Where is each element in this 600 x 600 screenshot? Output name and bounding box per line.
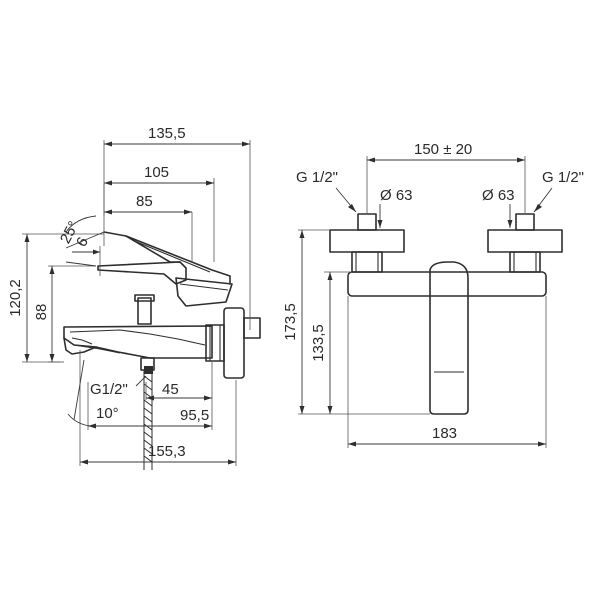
dim-88: 88: [33, 304, 50, 321]
dim-85: 85: [136, 193, 153, 210]
wall-flange: [223, 307, 245, 379]
side-view-body: [63, 231, 261, 379]
front-view-dimension-lines: [299, 157, 553, 447]
dim-120-2: 120,2: [7, 279, 24, 317]
dim-10-deg: 10°: [96, 405, 119, 422]
flexible-hose: [143, 366, 153, 470]
dim-155-3: 155,3: [148, 443, 186, 460]
diameter-63-right: Ø 63: [482, 187, 515, 204]
thread-g1-2: G1/2": [90, 381, 128, 398]
dim-6: 6: [73, 234, 92, 249]
thread-g1-2-right: G 1/2": [542, 169, 584, 186]
lever-handle: [97, 261, 187, 285]
front-lever: [429, 261, 469, 415]
dim-45: 45: [162, 381, 179, 398]
dim-183: 183: [432, 425, 457, 442]
thread-g1-2-left: G 1/2": [296, 169, 338, 186]
dim-95-5: 95,5: [180, 407, 209, 424]
front-view-extension-lines: [298, 156, 547, 448]
diameter-63-left: Ø 63: [380, 187, 413, 204]
side-view-dimension-lines: [24, 141, 250, 465]
dim-173-5: 173,5: [282, 303, 299, 341]
diverter-knob: [137, 297, 152, 325]
side-view-extension-lines: [22, 140, 251, 466]
front-view: 150 ± 20 G 1/2" G 1/2" Ø 63 Ø 63 173,5 1…: [282, 141, 584, 448]
dim-133-5: 133,5: [310, 324, 327, 362]
left-flange: [329, 229, 405, 253]
dim-105: 105: [144, 164, 169, 181]
dim-135-5: 135,5: [148, 125, 186, 142]
right-flange: [487, 229, 563, 253]
mixer-body: [347, 271, 547, 297]
front-view-body: [329, 213, 563, 415]
dim-150-20: 150 ± 20: [414, 141, 472, 158]
side-view: 135,5 105 85 25° 6 120,2 88 G1/2" 45 10°…: [7, 125, 261, 470]
